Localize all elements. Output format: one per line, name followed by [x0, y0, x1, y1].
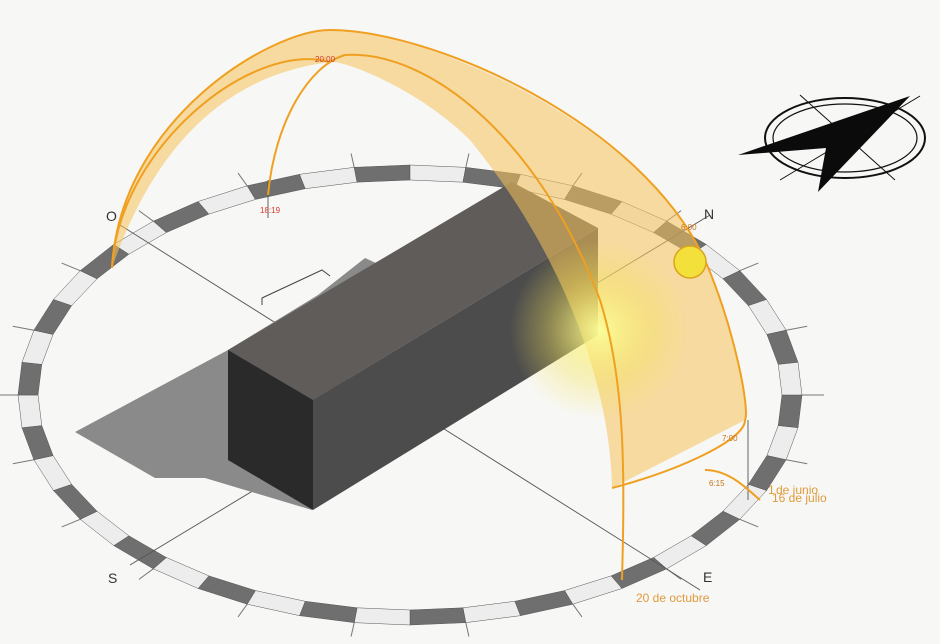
ring-segment	[21, 425, 54, 461]
ring-segment	[462, 601, 521, 623]
ring-segment	[653, 535, 707, 570]
ring-tick	[465, 622, 470, 637]
ring-segment	[52, 484, 98, 520]
sun-path-arc-october	[267, 53, 625, 581]
time-label-sunrise-oct: 6:15	[709, 479, 725, 488]
ring-segment	[21, 329, 54, 365]
ring-segment	[79, 510, 130, 546]
ring-tick	[739, 262, 759, 272]
ring-segment	[353, 164, 411, 183]
ring-segment	[152, 201, 210, 233]
ring-segment	[610, 557, 668, 589]
sun-path-arc-outer	[111, 28, 747, 421]
ring-segment	[409, 607, 467, 626]
ring-segment	[17, 394, 43, 429]
ring-segment	[246, 174, 306, 200]
ring-segment	[766, 425, 799, 461]
sun-path-arc-lower	[611, 419, 746, 489]
south-label: S	[108, 570, 117, 586]
ring-tick	[138, 568, 154, 580]
ring-segment	[33, 455, 73, 491]
date-label-october: 20 de octubre	[636, 591, 710, 605]
roof-outline	[261, 269, 331, 305]
ring-segment	[152, 557, 210, 589]
ring-tick	[237, 172, 248, 187]
time-label-sunrise-jun: 6:00	[681, 223, 697, 232]
building-top	[228, 182, 598, 400]
sun-path-arc-june-end	[704, 469, 761, 501]
ring-segment	[514, 590, 574, 616]
ring-tick	[138, 210, 154, 222]
building-front	[228, 350, 313, 510]
ring-tick	[572, 603, 583, 618]
ring-segment	[197, 185, 256, 215]
ring-ticks	[0, 153, 824, 637]
east-label: E	[703, 569, 712, 585]
time-label-sunset-jun: 20:00	[315, 55, 336, 64]
date-label-june: de junio	[776, 483, 818, 497]
ring-segment	[766, 329, 799, 365]
ring-segment	[299, 601, 358, 623]
ring-tick	[12, 325, 34, 331]
ring-segment	[409, 164, 467, 183]
sun-glow	[510, 240, 690, 420]
ring-segment	[197, 575, 256, 605]
ring-segment	[722, 484, 768, 520]
ring-segment	[33, 299, 73, 335]
ring-segment	[17, 361, 43, 396]
ring-tick	[786, 459, 808, 465]
ring-tick	[61, 262, 81, 272]
ring-tick	[237, 603, 248, 618]
ring-segment	[747, 299, 787, 335]
time-label-sunset-oct: 18:19	[260, 206, 281, 215]
ring-segment	[299, 167, 358, 189]
sun-icon	[673, 245, 707, 279]
time-label-sunrise-jul: 7:00	[722, 434, 738, 443]
north-label: N	[704, 206, 714, 222]
ring-segment	[777, 394, 803, 429]
date-label-july: 16 de julio	[772, 491, 827, 505]
ring-tick	[786, 325, 808, 331]
compass-arrow-icon	[738, 94, 926, 192]
ring-tick	[739, 518, 759, 528]
date-label-june-day: 1	[768, 483, 775, 497]
sun-path-arc-july	[111, 58, 331, 269]
ring-tick	[465, 153, 470, 168]
ring-segment	[777, 361, 803, 396]
ring-tick	[61, 518, 81, 528]
ring-segment	[246, 590, 306, 616]
ring-segment	[52, 270, 98, 306]
west-label: O	[106, 208, 117, 224]
ring-tick	[350, 622, 355, 637]
sun-path-band	[112, 30, 746, 488]
ring-segment	[722, 270, 768, 306]
sun-path-arcs	[111, 28, 761, 581]
ring-tick	[12, 459, 34, 465]
ring-segment	[564, 575, 623, 605]
ring-segment	[353, 607, 411, 626]
ring-tick	[350, 153, 355, 168]
